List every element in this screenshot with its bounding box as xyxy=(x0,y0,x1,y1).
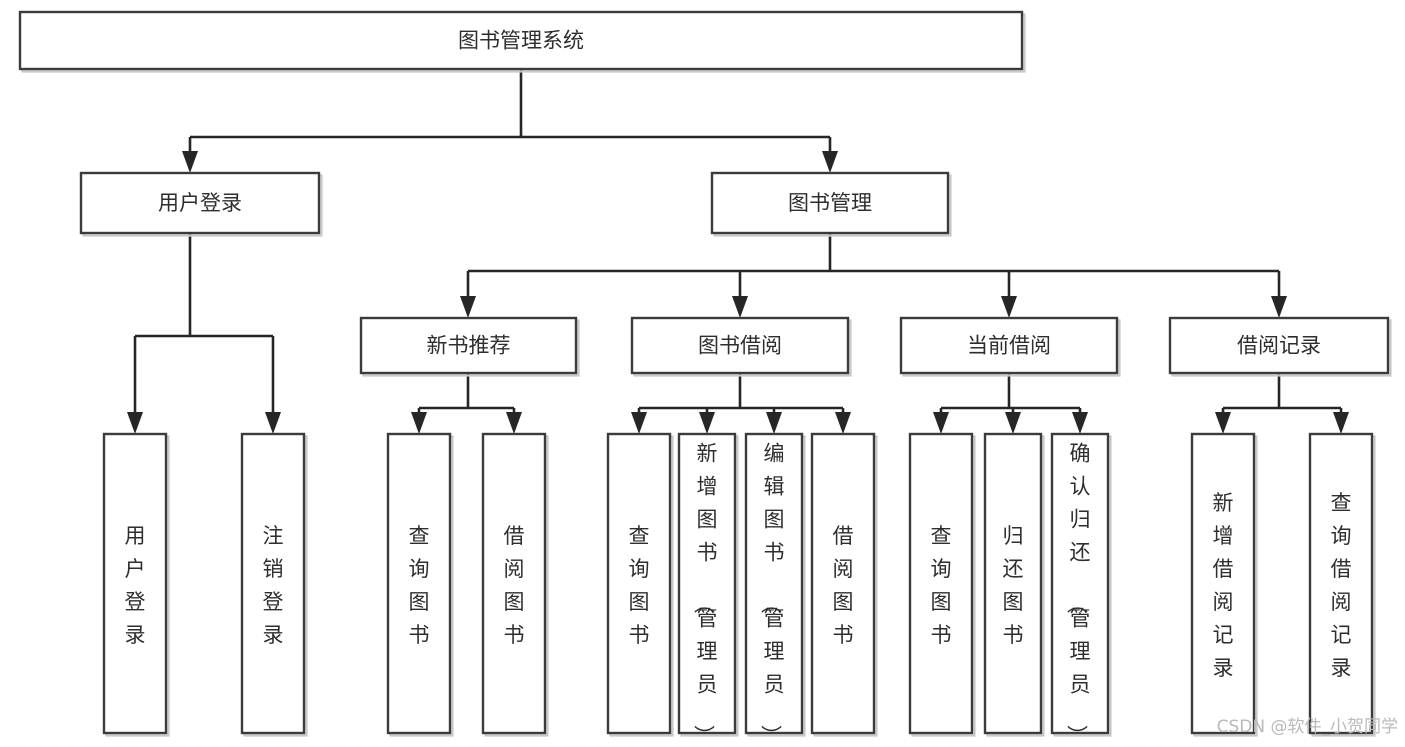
node-label-current-borrow: 当前借阅 xyxy=(967,334,1051,358)
node-box-leaf-query-book-3[interactable] xyxy=(908,432,974,735)
node-label-leaf-add-book: 新增图书（管理员） xyxy=(692,442,718,746)
arrow-head-icon xyxy=(506,412,522,434)
node-label-leaf-user-login: 用户登录 xyxy=(125,524,146,647)
node-box-leaf-add-record[interactable] xyxy=(1190,432,1256,735)
node-leaf-edit-book[interactable]: 编辑图书（管理员） xyxy=(744,432,806,746)
csdn-watermark: CSDN @软件_小贺同学 xyxy=(1217,717,1398,737)
node-box-leaf-confirm-return[interactable] xyxy=(1050,432,1110,735)
node-new-book-rec[interactable]: 新书推荐 xyxy=(359,316,580,377)
arrow-head-icon xyxy=(182,151,198,173)
arrow-head-icon xyxy=(1215,412,1231,434)
connector-new-book-rec-to-leaves xyxy=(411,373,522,434)
node-box-new-book-rec[interactable] xyxy=(359,316,578,375)
arrow-head-icon xyxy=(127,412,143,434)
node-leaf-query-record[interactable]: 查询借阅记录 xyxy=(1308,432,1376,737)
node-box-user-login[interactable] xyxy=(79,171,321,235)
arrow-head-icon xyxy=(933,412,949,434)
arrow-head-icon xyxy=(822,151,838,173)
node-box-leaf-query-book-1[interactable] xyxy=(386,432,452,735)
node-leaf-add-record[interactable]: 新增借阅记录 xyxy=(1190,432,1258,737)
node-box-root[interactable] xyxy=(18,10,1024,71)
node-label-leaf-query-book-1: 查询图书 xyxy=(409,524,430,647)
node-layer: 图书管理系统用户登录图书管理新书推荐图书借阅当前借阅借阅记录用户登录注销登录查询… xyxy=(18,10,1392,746)
node-user-login[interactable]: 用户登录 xyxy=(79,171,323,237)
connector-book-borrow-to-leaves xyxy=(631,373,851,434)
node-leaf-query-book-3[interactable]: 查询图书 xyxy=(908,432,976,737)
connector-layer xyxy=(127,69,1349,434)
node-box-current-borrow[interactable] xyxy=(899,316,1119,375)
node-label-leaf-query-record: 查询借阅记录 xyxy=(1331,491,1352,680)
node-root[interactable]: 图书管理系统 xyxy=(18,10,1026,73)
node-leaf-add-book[interactable]: 新增图书（管理员） xyxy=(677,432,739,746)
node-current-borrow[interactable]: 当前借阅 xyxy=(899,316,1121,377)
node-leaf-borrow-book-1[interactable]: 借阅图书 xyxy=(481,432,549,737)
connector-user-login-to-leaves xyxy=(127,233,281,434)
node-box-leaf-return-book[interactable] xyxy=(983,432,1043,735)
arrow-head-icon xyxy=(835,412,851,434)
arrow-head-icon xyxy=(766,412,782,434)
node-label-leaf-confirm-return: 确认归还（管理员） xyxy=(1065,442,1091,746)
node-leaf-user-login[interactable]: 用户登录 xyxy=(102,432,170,737)
arrow-head-icon xyxy=(1333,412,1349,434)
node-label-leaf-logout: 注销登录 xyxy=(263,524,284,647)
arrow-head-icon xyxy=(631,412,647,434)
arrow-head-icon xyxy=(460,296,476,318)
node-label-leaf-borrow-book-2: 借阅图书 xyxy=(833,524,854,647)
node-label-root: 图书管理系统 xyxy=(458,29,584,53)
arrow-head-icon xyxy=(1072,412,1088,434)
arrow-head-icon xyxy=(699,412,715,434)
connector-borrow-record-to-leaves xyxy=(1215,373,1349,434)
node-box-leaf-query-book-2[interactable] xyxy=(606,432,672,735)
node-borrow-record[interactable]: 借阅记录 xyxy=(1168,316,1392,377)
node-box-leaf-borrow-book-2[interactable] xyxy=(810,432,876,735)
node-box-leaf-edit-book[interactable] xyxy=(744,432,804,735)
arrow-head-icon xyxy=(1001,296,1017,318)
node-book-borrow[interactable]: 图书借阅 xyxy=(630,316,852,377)
node-box-leaf-query-record[interactable] xyxy=(1308,432,1374,735)
node-label-leaf-query-book-3: 查询图书 xyxy=(931,524,952,647)
node-label-leaf-add-record: 新增借阅记录 xyxy=(1213,491,1234,680)
node-box-book-borrow[interactable] xyxy=(630,316,850,375)
node-book-manage[interactable]: 图书管理 xyxy=(710,171,952,237)
arrow-head-icon xyxy=(732,296,748,318)
arrow-head-icon xyxy=(265,412,281,434)
node-label-book-manage: 图书管理 xyxy=(788,191,872,215)
node-leaf-return-book[interactable]: 归还图书 xyxy=(983,432,1045,737)
connector-root-to-level1 xyxy=(182,69,838,173)
node-label-new-book-rec: 新书推荐 xyxy=(427,334,511,358)
node-box-leaf-borrow-book-1[interactable] xyxy=(481,432,547,735)
arrow-head-icon xyxy=(411,412,427,434)
node-label-leaf-edit-book: 编辑图书（管理员） xyxy=(759,442,785,746)
node-box-book-manage[interactable] xyxy=(710,171,950,235)
node-box-leaf-logout[interactable] xyxy=(240,432,306,735)
connector-book-manage-to-level2 xyxy=(460,233,1287,318)
node-box-borrow-record[interactable] xyxy=(1168,316,1390,375)
node-label-user-login: 用户登录 xyxy=(158,191,242,215)
arrow-head-icon xyxy=(1005,412,1021,434)
node-label-leaf-borrow-book-1: 借阅图书 xyxy=(504,524,525,647)
node-leaf-confirm-return[interactable]: 确认归还（管理员） xyxy=(1050,432,1112,746)
node-label-book-borrow: 图书借阅 xyxy=(698,334,782,358)
arrow-head-icon xyxy=(1271,296,1287,318)
connector-current-borrow-to-leaves xyxy=(933,373,1088,434)
node-leaf-query-book-2[interactable]: 查询图书 xyxy=(606,432,674,737)
node-box-leaf-user-login[interactable] xyxy=(102,432,168,735)
node-leaf-borrow-book-2[interactable]: 借阅图书 xyxy=(810,432,878,737)
node-box-leaf-add-book[interactable] xyxy=(677,432,737,735)
node-label-leaf-query-book-2: 查询图书 xyxy=(629,524,650,647)
node-leaf-logout[interactable]: 注销登录 xyxy=(240,432,308,737)
node-label-borrow-record: 借阅记录 xyxy=(1237,334,1321,358)
node-leaf-query-book-1[interactable]: 查询图书 xyxy=(386,432,454,737)
node-label-leaf-return-book: 归还图书 xyxy=(1003,524,1024,647)
